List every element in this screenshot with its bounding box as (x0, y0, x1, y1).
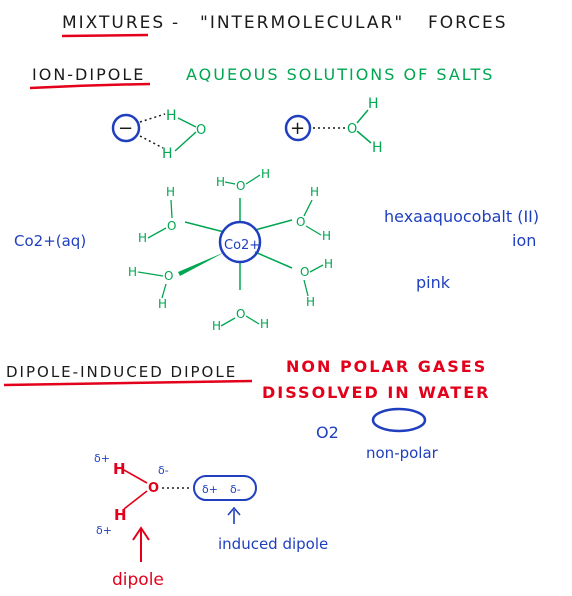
oh-bond (224, 181, 236, 185)
ligand-o: O (296, 215, 305, 229)
ligand-h: H (216, 175, 225, 189)
ligand-o: O (300, 265, 309, 279)
water-o: O (196, 123, 206, 138)
oh-bond (137, 271, 164, 277)
oh-bond (245, 174, 261, 185)
delta-plus: δ+ (96, 524, 112, 537)
dipole-oh-bond (123, 490, 148, 510)
ligand-h: H (306, 295, 315, 309)
ion-dipole-subtitle: AQUEOUS SOLUTIONS OF SALTS (186, 65, 494, 84)
dipole-water-o: O (148, 481, 159, 496)
ion-dipole-heading: ION-DIPOLE (32, 65, 145, 84)
water-h: H (162, 146, 173, 162)
ion-dipole-underline (29, 82, 151, 90)
water-h: H (368, 96, 379, 112)
title-dash: - (172, 13, 178, 33)
dipole-induced-heading: DIPOLE-INDUCED DIPOLE (6, 363, 237, 381)
h-bond-dots (139, 113, 166, 123)
oh-bond (161, 283, 167, 299)
title-mixtures: MIXTURES (62, 13, 165, 33)
oh-bond (305, 225, 322, 236)
cobalt-center-circle (218, 220, 262, 264)
induced-delta-minus: δ- (230, 483, 241, 496)
positive-ion-sign: + (290, 118, 305, 139)
o-h-bond (356, 130, 372, 144)
section-dipole-induced: DIPOLE-INDUCED DIPOLE NON POLAR GASES DI… (3, 357, 490, 590)
co-aq-label: Co2+(aq) (14, 232, 86, 250)
o2-label: O2 (316, 423, 339, 442)
oh-bond (147, 227, 167, 239)
o-h-bond (174, 131, 197, 152)
cobalt-complex: Co2+ H O H H O H H O H H O H O H H H O (128, 167, 333, 333)
delta-minus: δ- (158, 464, 169, 477)
complex-name: hexaaquocobalt (II) (384, 207, 539, 226)
ligand-h: H (324, 257, 333, 271)
positive-ion-circle (284, 114, 312, 142)
ligand-h: H (158, 297, 167, 311)
dipole-induced-subtitle-2: DISSOLVED IN WATER (262, 383, 490, 402)
ligand-o: O (236, 307, 245, 321)
complex-bond (254, 251, 293, 269)
ligand-o: O (236, 179, 245, 193)
header: MIXTURES - "INTERMOLECULAR" FORCES (61, 13, 508, 38)
title-forces: FORCES (428, 13, 508, 33)
cobalt-center-label: Co2+ (224, 238, 260, 253)
complex-bond (184, 221, 225, 233)
nonpolar-label: non-polar (366, 444, 439, 462)
ligand-h: H (128, 265, 137, 279)
h-bond-dots (139, 135, 164, 149)
ligand-h: H (138, 231, 147, 245)
dipole-label: dipole (112, 570, 164, 590)
oh-bond (245, 315, 260, 325)
ligand-h: H (261, 167, 270, 181)
ligand-h: H (322, 229, 331, 243)
water-h: H (166, 108, 177, 124)
ligand-h: H (310, 185, 319, 199)
o-h-bond (356, 109, 369, 124)
dipole-induced-underline (3, 379, 253, 387)
oh-bond (303, 199, 313, 217)
o-h-bond (177, 117, 197, 128)
induced-arrow-head (227, 506, 241, 516)
complex-name-ion: ion (512, 231, 536, 250)
dipole-water-h: H (113, 460, 126, 478)
negative-ion-sign: − (118, 118, 133, 139)
ligand-h: H (260, 317, 269, 331)
complex-wedge-bond (178, 252, 225, 276)
ligand-h: H (212, 319, 221, 333)
dipole-water-h: H (114, 506, 127, 524)
section-ion-dipole: ION-DIPOLE AQUEOUS SOLUTIONS OF SALTS − … (14, 65, 539, 333)
water-h: H (372, 140, 383, 156)
dipole-oh-bond (123, 469, 148, 484)
induced-dipole-molecule (193, 475, 257, 501)
title-intermolecular: "INTERMOLECULAR" (200, 13, 404, 33)
oh-bond (303, 279, 309, 297)
induced-delta-plus: δ+ (202, 483, 218, 496)
induced-dipole-label: induced dipole (218, 535, 328, 553)
ligand-o: O (167, 219, 176, 233)
oh-bond (220, 317, 236, 327)
oh-bond (170, 199, 173, 219)
dipole-arrow-head (132, 526, 150, 541)
negative-ion-circle (111, 113, 141, 143)
oh-bond (309, 264, 324, 273)
delta-plus: δ+ (94, 452, 110, 465)
complex-bond (254, 219, 293, 231)
ligand-o: O (164, 269, 173, 283)
water-o: O (347, 122, 357, 137)
ligand-h: H (166, 185, 175, 199)
o2-molecule-ellipse (371, 407, 427, 433)
complex-color: pink (416, 273, 451, 292)
dipole-induced-subtitle-1: NON POLAR GASES (286, 357, 487, 376)
title-underline (61, 33, 149, 38)
